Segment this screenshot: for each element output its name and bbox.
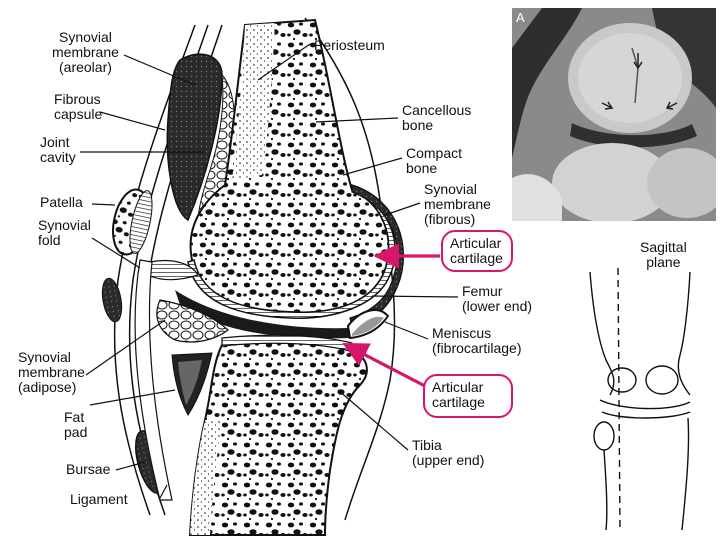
patella-cartilage bbox=[129, 190, 153, 254]
femur-articular-cartilage bbox=[187, 189, 396, 319]
label-joint-cavity: Joint cavity bbox=[40, 134, 76, 165]
mri-panel-label: A bbox=[516, 10, 525, 25]
label-fat-pad: Fat pad bbox=[64, 409, 88, 440]
label-synovial-membrane-areolar: Synovial membrane (areolar) bbox=[52, 29, 119, 75]
label-ligament: Ligament bbox=[70, 491, 128, 507]
meniscus-shade bbox=[352, 316, 384, 336]
bursa-shape-upper bbox=[101, 277, 123, 323]
patellar-ligament bbox=[134, 259, 173, 501]
label-articular-cartilage-lower: Articular cartilage bbox=[432, 379, 485, 410]
label-meniscus: Meniscus (fibrocartilage) bbox=[432, 325, 522, 356]
label-patella: Patella bbox=[40, 194, 83, 210]
label-sagittal-plane: Sagittal plane bbox=[640, 239, 687, 270]
label-synovial-membrane-fibrous: Synovial membrane (fibrous) bbox=[424, 181, 491, 227]
label-tibia: Tibia (upper end) bbox=[412, 437, 485, 468]
label-articular-cartilage-upper: Articular cartilage bbox=[450, 235, 503, 266]
label-periosteum: Periosteum bbox=[314, 37, 385, 53]
mri-image: A bbox=[512, 8, 716, 221]
label-synovial-membrane-adipose: Synovial membrane (adipose) bbox=[18, 349, 85, 395]
label-synovial-fold: Synovial fold bbox=[38, 217, 91, 248]
periosteum-dots bbox=[232, 23, 275, 180]
leader-lines bbox=[80, 43, 459, 499]
sagittal-plane-sketch bbox=[589, 267, 691, 531]
label-compact-bone: Compact bone bbox=[406, 145, 463, 176]
highlight-articular-cartilage-upper bbox=[441, 230, 513, 272]
articular-cartilage-lower-arrow bbox=[342, 343, 426, 388]
tibia-dots bbox=[190, 420, 222, 535]
label-cancellous-bone: Cancellous bone bbox=[402, 102, 472, 133]
label-fibrous-capsule: Fibrous capsule bbox=[54, 91, 103, 122]
fat-pad-highlight bbox=[178, 360, 202, 405]
tibiofemoral-cavity bbox=[175, 290, 352, 339]
synovial-membrane-areolar-region bbox=[166, 53, 223, 222]
synovial-fold-region bbox=[149, 259, 199, 281]
label-femur: Femur (lower end) bbox=[462, 283, 533, 314]
label-bursae: Bursae bbox=[66, 461, 111, 477]
highlight-articular-cartilage-lower bbox=[423, 374, 513, 418]
